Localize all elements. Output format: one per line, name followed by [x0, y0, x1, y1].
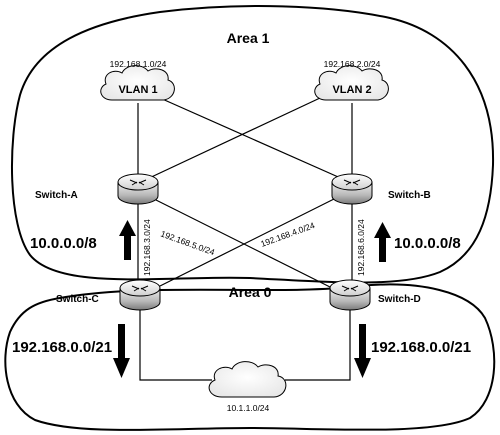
link-switch-c-core	[139, 302, 212, 381]
vlan1-cloud: VLAN 1	[100, 65, 175, 101]
switch-d-router-icon	[329, 279, 371, 311]
switch-b-label: Switch-B	[388, 190, 431, 201]
route-label-right-up: 10.0.0.0/8	[394, 235, 461, 252]
right-down-arrow-icon	[354, 324, 371, 378]
switch-a-router-icon	[117, 173, 159, 205]
link-switch-d-core	[285, 302, 351, 381]
area1-label: Area 1	[227, 30, 270, 46]
left-up-arrow-icon	[119, 220, 136, 260]
right-up-arrow-icon	[374, 222, 391, 262]
vlan2-subnet: 192.168.2.0/24	[324, 59, 381, 69]
left-down-arrow-icon	[113, 324, 130, 378]
switch-a-label: Switch-A	[35, 190, 78, 201]
switch-c-label: Switch-C	[56, 294, 99, 305]
route-label-right-down: 192.168.0.0/21	[371, 339, 471, 356]
link-label-a-d: 192.168.5.0/24	[159, 228, 216, 257]
vlan2-label: VLAN 2	[332, 84, 371, 96]
vlan1-subnet: 192.168.1.0/24	[110, 59, 167, 69]
core-cloud	[208, 361, 287, 398]
link-label-b-c: 192.168.4.0/24	[259, 220, 316, 249]
route-label-left-down: 192.168.0.0/21	[12, 339, 112, 356]
link-label-b-d: 192.168.6.0/24	[356, 219, 366, 276]
vlan2-cloud: VLAN 2	[314, 65, 389, 101]
route-label-left-up: 10.0.0.0/8	[30, 235, 97, 252]
core-cloud-subnet: 10.1.1.0/24	[227, 403, 270, 413]
switch-d-label: Switch-D	[378, 294, 421, 305]
link-label-a-c: 192.168.3.0/24	[142, 219, 152, 276]
switch-b-router-icon	[331, 173, 373, 205]
vlan1-label: VLAN 1	[118, 84, 157, 96]
area0-label: Area 0	[229, 284, 272, 300]
switch-c-router-icon	[119, 279, 161, 311]
link-switch-b-switch-c	[147, 195, 341, 293]
link-vlan1-switch-b	[159, 97, 346, 181]
link-vlan2-switch-a	[144, 97, 321, 181]
